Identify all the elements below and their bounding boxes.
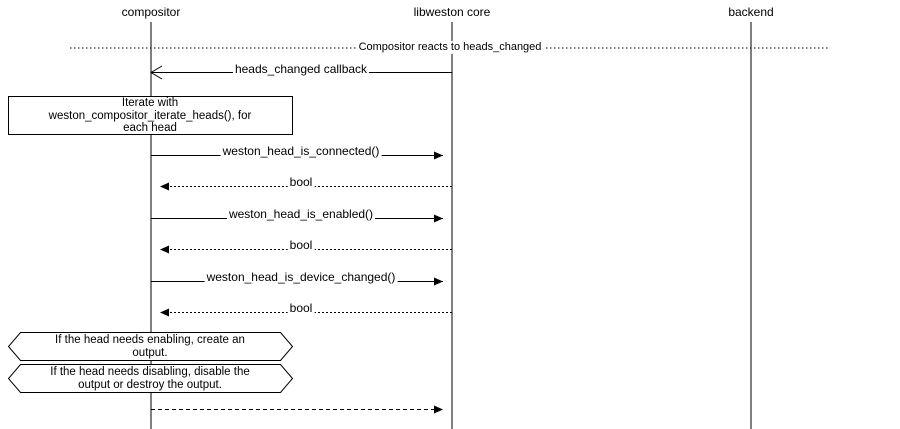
condition-disable-head-line2: output or destroy the output. [78,378,222,391]
participant-label-backend: backend [728,5,774,19]
condition-disable-head-line1: If the head needs disabling, disable the [50,366,250,378]
condition-disable-head-text: If the head needs disabling, disable the… [18,366,282,391]
note-iterate-heads-text: Iterate with weston_compositor_iterate_h… [10,97,290,135]
note-iterate-heads-line2: weston_compositor_iterate_heads(), for [48,109,252,122]
condition-hexagon-disable-head [7,364,294,393]
condition-enable-head-line1: If the head needs enabling, create an [55,334,245,346]
message-label-heads-changed-callback: heads_changed callback [232,62,370,76]
condition-enable-head-line2: output. [132,346,168,359]
condition-hexagon-enable-head [7,332,294,361]
note-box-iterate-heads [8,96,293,135]
condition-enable-head-text: If the head needs enabling, create an ou… [18,334,282,359]
note-iterate-heads-line1: Iterate with [121,97,179,109]
note-iterate-heads-line3: each head [123,122,177,134]
divider-label: Compositor reacts to heads_changed [355,41,545,54]
message-label-bool-3: bool [287,301,315,315]
message-label-weston-head-is-connected: weston_head_is_connected() [220,144,382,158]
message-label-bool-1: bool [287,175,315,189]
message-label-bool-2: bool [287,238,315,252]
message-label-weston-head-is-device-changed: weston_head_is_device_changed() [204,270,398,284]
participant-label-libweston-core: libweston core [413,5,491,19]
participant-label-compositor: compositor [121,5,181,19]
message-label-weston-head-is-enabled: weston_head_is_enabled() [226,207,376,221]
